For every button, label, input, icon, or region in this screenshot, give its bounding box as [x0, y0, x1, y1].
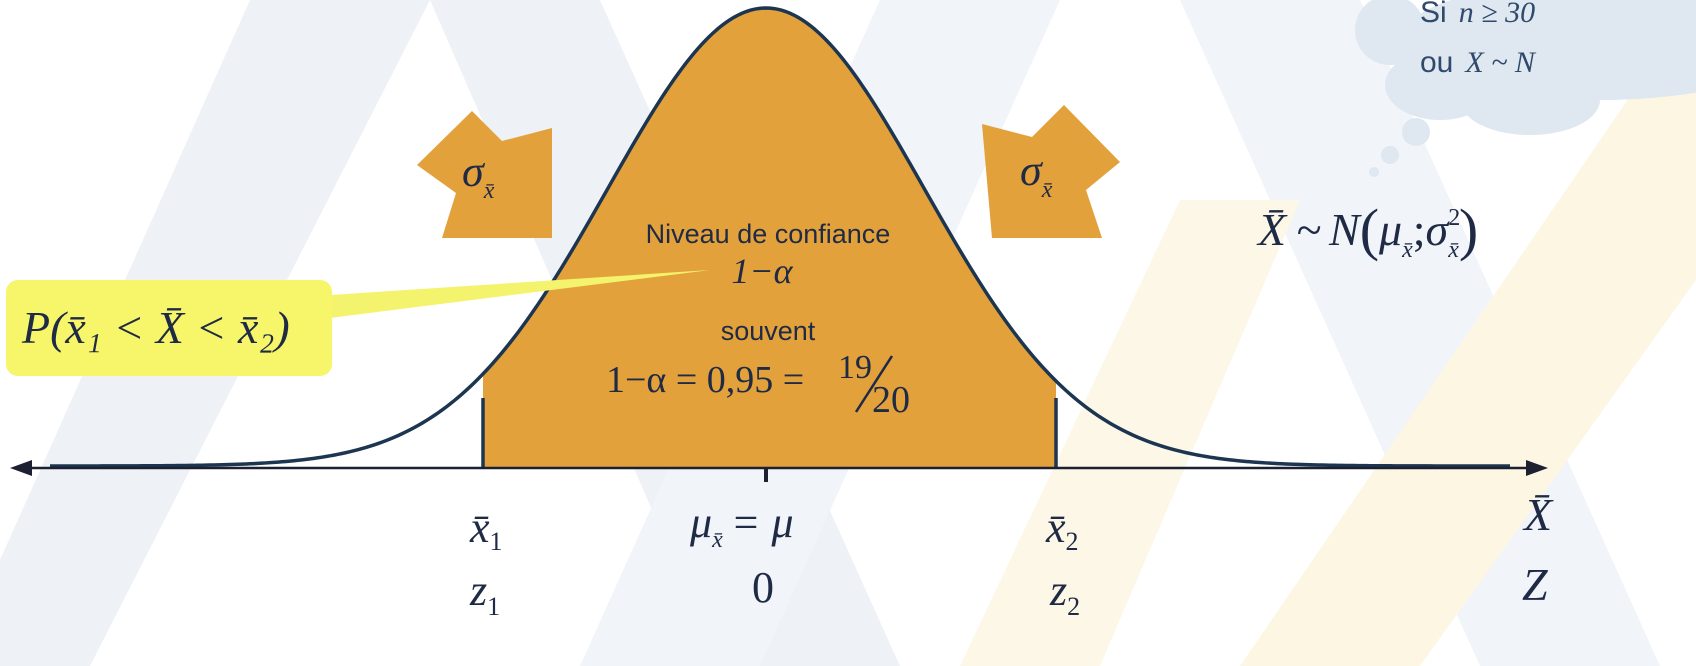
dist-x: X̄ [1256, 204, 1288, 255]
axis-arrow-right [1526, 460, 1548, 476]
x-axis-name: X̄ [1522, 489, 1554, 540]
cloud-puff [1460, 65, 1600, 135]
z1-symbol: z [469, 566, 487, 615]
z2-label: z2 [1049, 566, 1080, 621]
dist-sigma-sub: x̄ [1447, 237, 1459, 263]
dist-sigma-sup: 2 [1448, 205, 1460, 231]
x1-label: x̄1 [469, 503, 503, 556]
z1-label: z1 [469, 566, 500, 621]
dist-tilde: ~ [1296, 204, 1321, 255]
dist-mu-sub: x̄ [1401, 237, 1413, 263]
cloud-n-cond: n ≥ 30 [1459, 0, 1535, 29]
mu-label: μx̄ = μ [689, 498, 794, 553]
dist-semicolon: ; [1413, 204, 1426, 255]
x2-symbol: x̄ [1045, 503, 1066, 552]
callout-box [6, 280, 332, 376]
fraction-numerator: 19 [838, 349, 872, 386]
dist-paren-open: ( [1360, 197, 1379, 262]
cloud-x-cond: X ~ N [1464, 46, 1537, 79]
callout-tail [330, 270, 710, 318]
x1-symbol: x̄ [469, 503, 490, 552]
cloud-ou: ou [1420, 46, 1453, 79]
dist-paren-close: ) [1459, 197, 1478, 262]
mu-eq: = μ [731, 498, 794, 547]
left-sigma-arrow: σx̄ [417, 111, 552, 238]
right-sigma-sub: x̄ [1041, 177, 1053, 203]
souvent-label: souvent [721, 316, 816, 346]
normal-curve [50, 6, 1510, 468]
left-arrow-shape [417, 111, 552, 238]
probability-expression: P(x̄₁ < X̄ < x̄₂) [21, 302, 290, 353]
confidence-level-expr: 1−α [731, 251, 793, 291]
confidence-region [483, 8, 1056, 468]
x2-sub: 2 [1066, 527, 1079, 556]
right-sigma-arrow: σx̄ [982, 105, 1120, 238]
svg-text:σx̄: σx̄ [1020, 146, 1053, 203]
z1-sub: 1 [487, 592, 500, 621]
left-sigma-label: σ [462, 147, 486, 196]
x2-label: x̄2 [1045, 503, 1079, 556]
mu-symbol: μ [689, 498, 712, 547]
mu-sub: x̄ [711, 527, 723, 553]
right-sigma-label: σ [1020, 146, 1044, 195]
cloud-line-2: ou X ~ N [1420, 46, 1537, 79]
fraction-denominator: 20 [872, 379, 910, 421]
cloud-bubble [1381, 146, 1399, 164]
z2-sub: 2 [1067, 592, 1080, 621]
cloud-bubble [1369, 167, 1379, 177]
watermark-stripe [1180, 0, 1660, 666]
watermark-stripe [1240, 0, 1696, 666]
probability-callout: P(x̄₁ < X̄ < x̄₂) [6, 270, 710, 376]
confidence-level-label: Niveau de confiance [646, 219, 891, 249]
dist-sigma: σ [1426, 204, 1451, 255]
zero-label: 0 [752, 563, 774, 612]
cloud-puff [1355, 0, 1425, 65]
dist-n: N [1328, 204, 1362, 255]
cloud-si: Si [1420, 0, 1447, 29]
axis-arrow-left [10, 460, 32, 476]
dist-mu: μ [1378, 204, 1402, 255]
fraction-slash [854, 355, 894, 413]
cloud-bubble [1402, 118, 1430, 146]
souvent-expression: 1−α = 0,95 = [606, 359, 804, 401]
svg-text:σx̄: σx̄ [462, 147, 495, 204]
left-sigma-sub: x̄ [483, 178, 495, 204]
z2-symbol: z [1049, 566, 1067, 615]
x1-sub: 1 [490, 527, 503, 556]
right-arrow-shape [982, 105, 1120, 238]
z-axis-name: Z [1522, 559, 1548, 610]
cloud-line-1: Si n ≥ 30 [1420, 0, 1535, 29]
condition-cloud: Si n ≥ 30 ou X ~ N [1355, 0, 1696, 177]
